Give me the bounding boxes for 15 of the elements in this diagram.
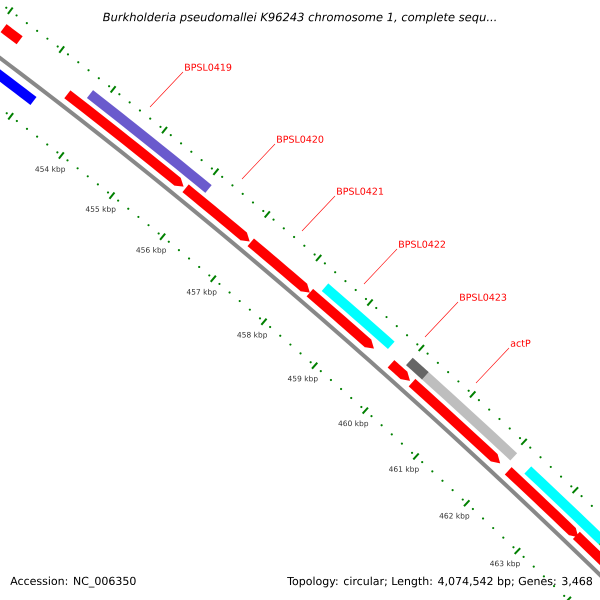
accession-text: Accession: NC_006350 [10, 576, 136, 588]
gene-label: BPSL0419 [185, 64, 232, 71]
gene-label: actP [510, 340, 530, 347]
gene-label: BPSL0423 [460, 294, 506, 301]
gene-label: BPSL0421 [337, 188, 384, 195]
leader-line [476, 348, 510, 384]
gene-label: BPSL0422 [399, 240, 445, 248]
gene-label: BPSL0420 [277, 136, 324, 143]
leader-line [364, 248, 398, 284]
genome-info-text: Topology: circular; Length: 4,074,542 bp; Genes: 3,468 [287, 576, 592, 588]
leader-line [242, 144, 276, 180]
leader-line [302, 196, 336, 232]
title: Burkholderia pseudomallei K96243 chromosome 1, complete sequ... [103, 12, 496, 24]
leader-line [424, 302, 458, 338]
leader-line [150, 72, 184, 108]
